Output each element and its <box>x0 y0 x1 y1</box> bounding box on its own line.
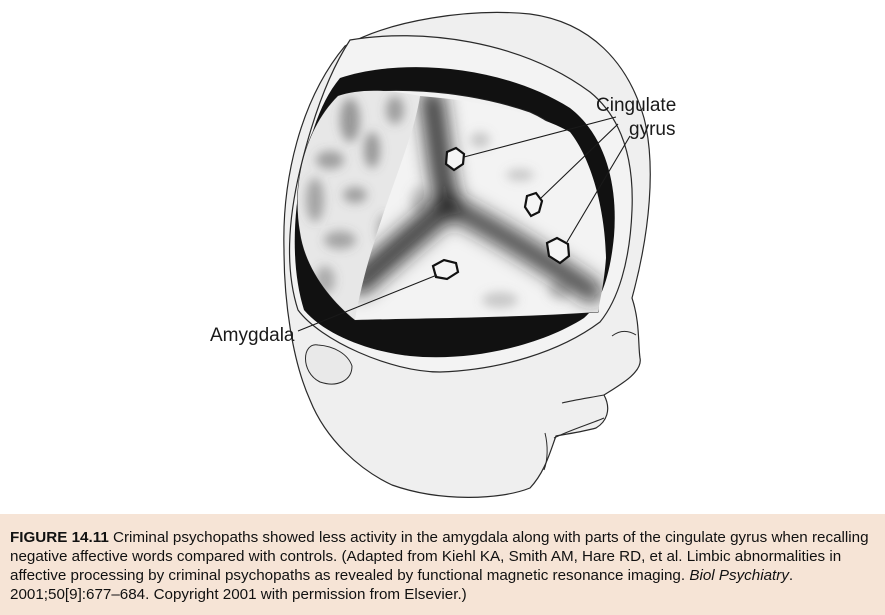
front-section-pattern <box>355 96 606 320</box>
head-illustration <box>283 11 651 498</box>
activation-spots <box>431 146 571 281</box>
figure-caption: FIGURE 14.11 Criminal psychopaths showed… <box>10 528 875 604</box>
activation-spot-cingulate-3 <box>545 236 571 265</box>
brain-figure: Cingulate gyrus Amygdala <box>210 11 677 498</box>
caption-journal: Biol Psychiatry <box>689 567 789 584</box>
figure-number: FIGURE 14.11 <box>10 529 109 546</box>
caption-text-part1: Criminal psychopaths showed less activit… <box>10 529 869 584</box>
activation-spot-cingulate-2 <box>523 191 544 218</box>
label-amygdala: Amygdala <box>210 325 295 346</box>
activation-spot-amygdala <box>431 258 460 281</box>
figure-caption-box: FIGURE 14.11 Criminal psychopaths showed… <box>0 514 885 615</box>
leader-lines <box>297 116 631 332</box>
label-cingulate-line1: Cingulate <box>596 95 677 116</box>
caption-text-part2: . 2001;50[9]:677–684. Copyright 2001 wit… <box>10 567 794 603</box>
label-cingulate-line2: gyrus <box>629 119 676 140</box>
activation-spot-cingulate-1 <box>444 146 466 172</box>
